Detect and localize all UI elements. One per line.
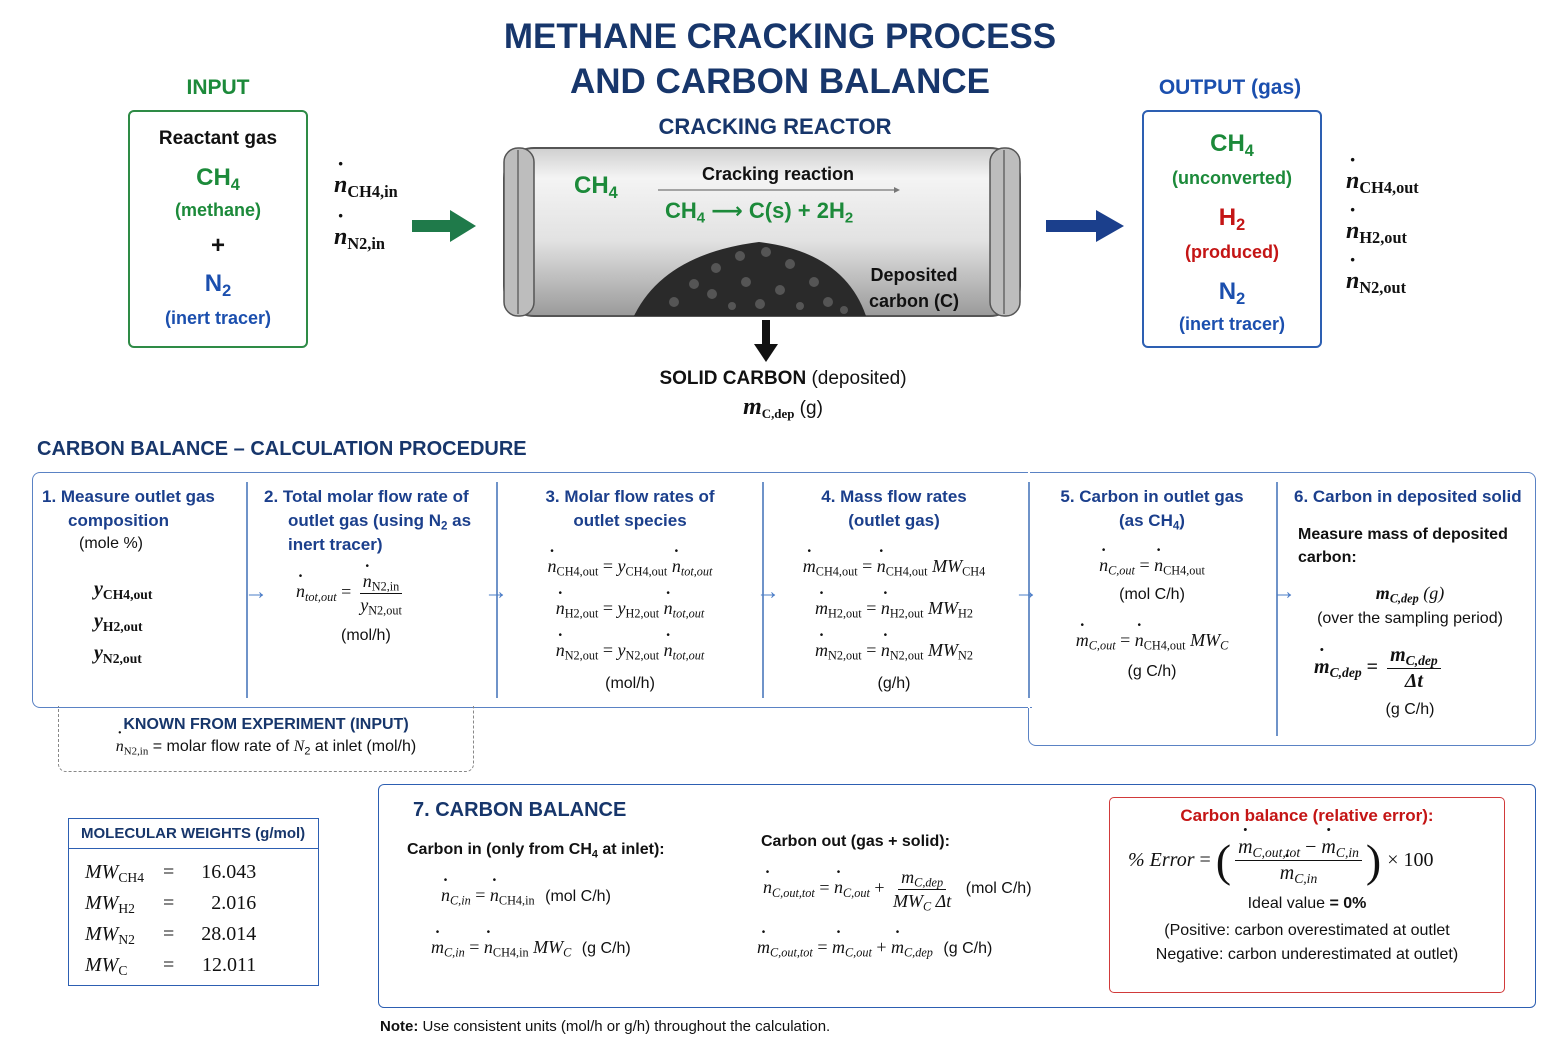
input-arrow-icon: [412, 210, 476, 242]
page-title: METHANE CRACKING PROCESS AND CARBON BALA…: [480, 14, 1080, 104]
output-h2-note: (produced): [1185, 242, 1279, 262]
reactor-heading: CRACKING REACTOR: [658, 114, 892, 139]
input-n2: N2: [204, 270, 232, 300]
procedure-heading: CARBON BALANCE – CALCULATION PROCEDURE: [37, 438, 527, 460]
title-line-2: AND CARBON BALANCE: [570, 62, 990, 101]
mw-row: MWH2=2.016: [85, 892, 257, 917]
input-box: Reactant gas CH4 (methane) + N2 (inert t…: [128, 110, 308, 348]
output-box: CH4 (unconverted) H2 (produced) N2 (iner…: [1142, 110, 1322, 348]
flow-n2-out: nN2,out: [1346, 255, 1406, 296]
procedure-frame-left: [32, 472, 1032, 708]
step-arrow-icon: →: [484, 578, 508, 605]
carbon-balance-box: 7. CARBON BALANCE Carbon in (only from C…: [378, 784, 1536, 1008]
step-4: 4. Mass flow rates (outlet gas) mCH4,out…: [766, 485, 1022, 693]
mw-row: MWC=12.011: [85, 954, 257, 979]
step-6: 6. Carbon in deposited solid Measure mas…: [1290, 485, 1530, 719]
step-3: 3. Molar flow rates of outlet species nC…: [500, 485, 760, 693]
flow-ch4-in: nCH4,in: [334, 159, 398, 200]
output-ch4-note: (unconverted): [1171, 168, 1292, 188]
solid-down-arrow-icon: [754, 320, 778, 362]
flow-n2-in: nN2,in: [334, 211, 385, 252]
output-ch4: CH4: [1210, 130, 1254, 160]
plus-sign: +: [210, 232, 225, 259]
step-arrow-icon: →: [1272, 578, 1296, 605]
reactant-label: Reactant gas: [158, 128, 278, 149]
carbon-out-label: Carbon out (gas + solid):: [761, 833, 950, 850]
footnote: Note: Use consistent units (mol/h or g/h…: [380, 1018, 831, 1035]
reactor-vessel: [503, 147, 1021, 317]
step-2: 2. Total molar flow rate of outlet gas (…: [264, 485, 489, 645]
carbon-balance-heading: 7. CARBON BALANCE: [413, 799, 627, 821]
step-5: 5. Carbon in outlet gas (as CH4) nC,out …: [1032, 485, 1272, 681]
input-ch4-name: (methane): [174, 200, 261, 220]
step-arrow-icon: →: [244, 578, 268, 605]
output-n2: N2: [1218, 278, 1246, 308]
flow-h2-out: nH2,out: [1346, 205, 1407, 246]
output-arrow-icon: [1046, 210, 1124, 242]
mw-row: MWCH4=16.043: [85, 861, 257, 886]
input-n2-name: (inert tracer): [164, 308, 272, 328]
input-ch4: CH4: [196, 164, 240, 194]
title-line-1: METHANE CRACKING PROCESS: [503, 17, 1057, 56]
solid-carbon-mass: mC,dep (g): [743, 394, 823, 421]
output-n2-note: (inert tracer): [1178, 314, 1286, 334]
reaction-equation: CH4 ⟶ C(s) + 2H2: [665, 198, 854, 227]
step-arrow-icon: →: [1014, 578, 1038, 605]
relative-error-box: Carbon balance (relative error): % Error…: [1109, 797, 1505, 993]
known-input-box: KNOWN FROM EXPERIMENT (INPUT) nN2,in = m…: [58, 706, 474, 772]
output-h2: H2: [1218, 204, 1246, 234]
reaction-label: Cracking reaction: [702, 164, 855, 184]
step-1: 1. Measure outlet gas composition (mole …: [42, 487, 215, 667]
flow-ch4-out: nCH4,out: [1346, 155, 1419, 196]
output-heading: OUTPUT (gas): [1158, 76, 1302, 99]
carbon-in-label: Carbon in (only from CH4 at inlet):: [407, 841, 665, 861]
step-arrow-icon: →: [756, 578, 780, 605]
input-heading: INPUT: [186, 76, 250, 99]
mw-row: MWN2=28.014: [85, 923, 257, 948]
reactor-ch4: CH4: [574, 172, 618, 202]
solid-carbon-label: SOLID CARBON (deposited): [659, 368, 907, 389]
